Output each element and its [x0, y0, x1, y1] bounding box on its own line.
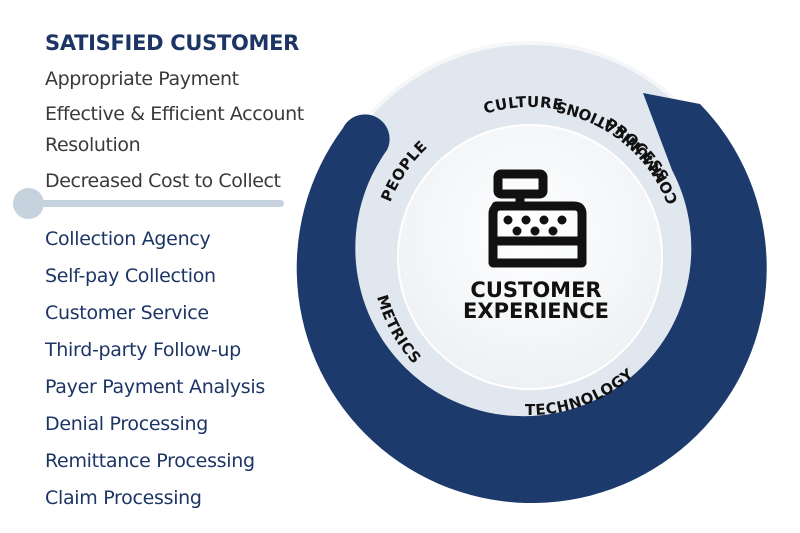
- service-item: Denial Processing: [45, 413, 208, 435]
- inner-disc: [397, 124, 663, 390]
- outcome-item: Effective & Efficient Account: [45, 103, 304, 125]
- navy-arc-ring: [296, 93, 767, 504]
- satisfied-customer-heading: SATISFIED CUSTOMER: [45, 31, 300, 55]
- connector-line: [28, 200, 284, 207]
- outcome-item: Resolution: [45, 134, 141, 156]
- service-item: Self-pay Collection: [45, 265, 216, 287]
- outcome-item: Appropriate Payment: [45, 68, 239, 90]
- service-item: Customer Service: [45, 302, 209, 324]
- service-item: Collection Agency: [45, 228, 211, 250]
- service-item: Remittance Processing: [45, 450, 255, 472]
- center-title-line2: EXPERIENCE: [463, 299, 609, 323]
- connector-dot: [13, 188, 44, 219]
- outcome-item: Decreased Cost to Collect: [45, 170, 281, 192]
- service-item: Claim Processing: [45, 487, 202, 509]
- cash-register-icon: [488, 169, 587, 268]
- center-title-line1: CUSTOMER: [470, 278, 601, 302]
- register-keys: [503, 215, 567, 236]
- service-item: Third-party Follow-up: [45, 339, 241, 361]
- service-item: Payer Payment Analysis: [45, 376, 265, 398]
